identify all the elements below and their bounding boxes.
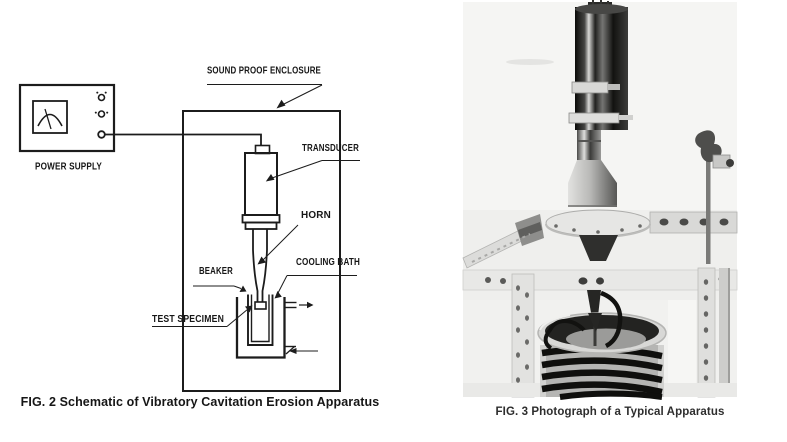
enclosure-outline <box>182 110 341 392</box>
test-specimen-callout: TEST SPECIMEN <box>152 305 253 327</box>
fig2-schematic: POWER SUPPLY SOUND PROOF ENCLOSURE TRANS… <box>18 66 360 392</box>
beaker-callout: BEAKER <box>193 266 247 292</box>
fig2-caption: FIG. 2 Schematic of Vibratory Cavitation… <box>20 395 380 409</box>
cooling-bath-label: COOLING BATH <box>296 257 360 268</box>
power-supply-box: POWER SUPPLY <box>18 83 116 173</box>
power-cable <box>104 133 262 146</box>
power-cable-photo <box>543 290 623 350</box>
vertical-channel-left <box>511 273 535 398</box>
transducer-label: TRANSDUCER <box>302 143 359 154</box>
test-specimen-drawing <box>254 301 267 310</box>
power-supply-label: POWER SUPPLY <box>35 162 102 173</box>
photo-transducer <box>568 0 633 130</box>
horn-drawing <box>252 229 268 310</box>
transducer-callout: TRANSDUCER <box>265 143 360 182</box>
vertical-channel-right <box>697 267 730 398</box>
transducer-drawing <box>241 144 281 230</box>
cooling-bath-callout: COOLING BATH <box>274 257 360 299</box>
cooling-bath-drawing <box>235 297 318 359</box>
horn-callout: HORN <box>257 210 331 265</box>
mounting-disc <box>545 209 651 261</box>
beaker-label: BEAKER <box>199 266 233 277</box>
enclosure-label: SOUND PROOF ENCLOSURE <box>207 66 321 77</box>
knob-icon <box>94 110 109 118</box>
horn-label: HORN <box>301 210 331 221</box>
cooling-coil <box>541 345 663 400</box>
meter-icon <box>32 100 68 134</box>
photo-horn-upper <box>568 130 617 207</box>
photo-beaker <box>537 312 667 400</box>
test-specimen-label: TEST SPECIMEN <box>152 314 224 325</box>
output-terminal <box>97 130 106 139</box>
enclosure-callout: SOUND PROOF ENCLOSURE <box>207 66 323 109</box>
crossbar <box>462 269 738 291</box>
frame-rail-left <box>462 214 544 269</box>
knob-icon <box>96 91 107 102</box>
fig3-photograph <box>462 0 738 400</box>
fig3-caption: FIG. 3 Photograph of a Typical Apparatus <box>495 406 725 418</box>
beaker-drawing <box>247 294 274 346</box>
inflow-arrow <box>289 348 318 354</box>
frame-rail-right <box>649 211 738 234</box>
stand-clamp <box>695 130 734 264</box>
